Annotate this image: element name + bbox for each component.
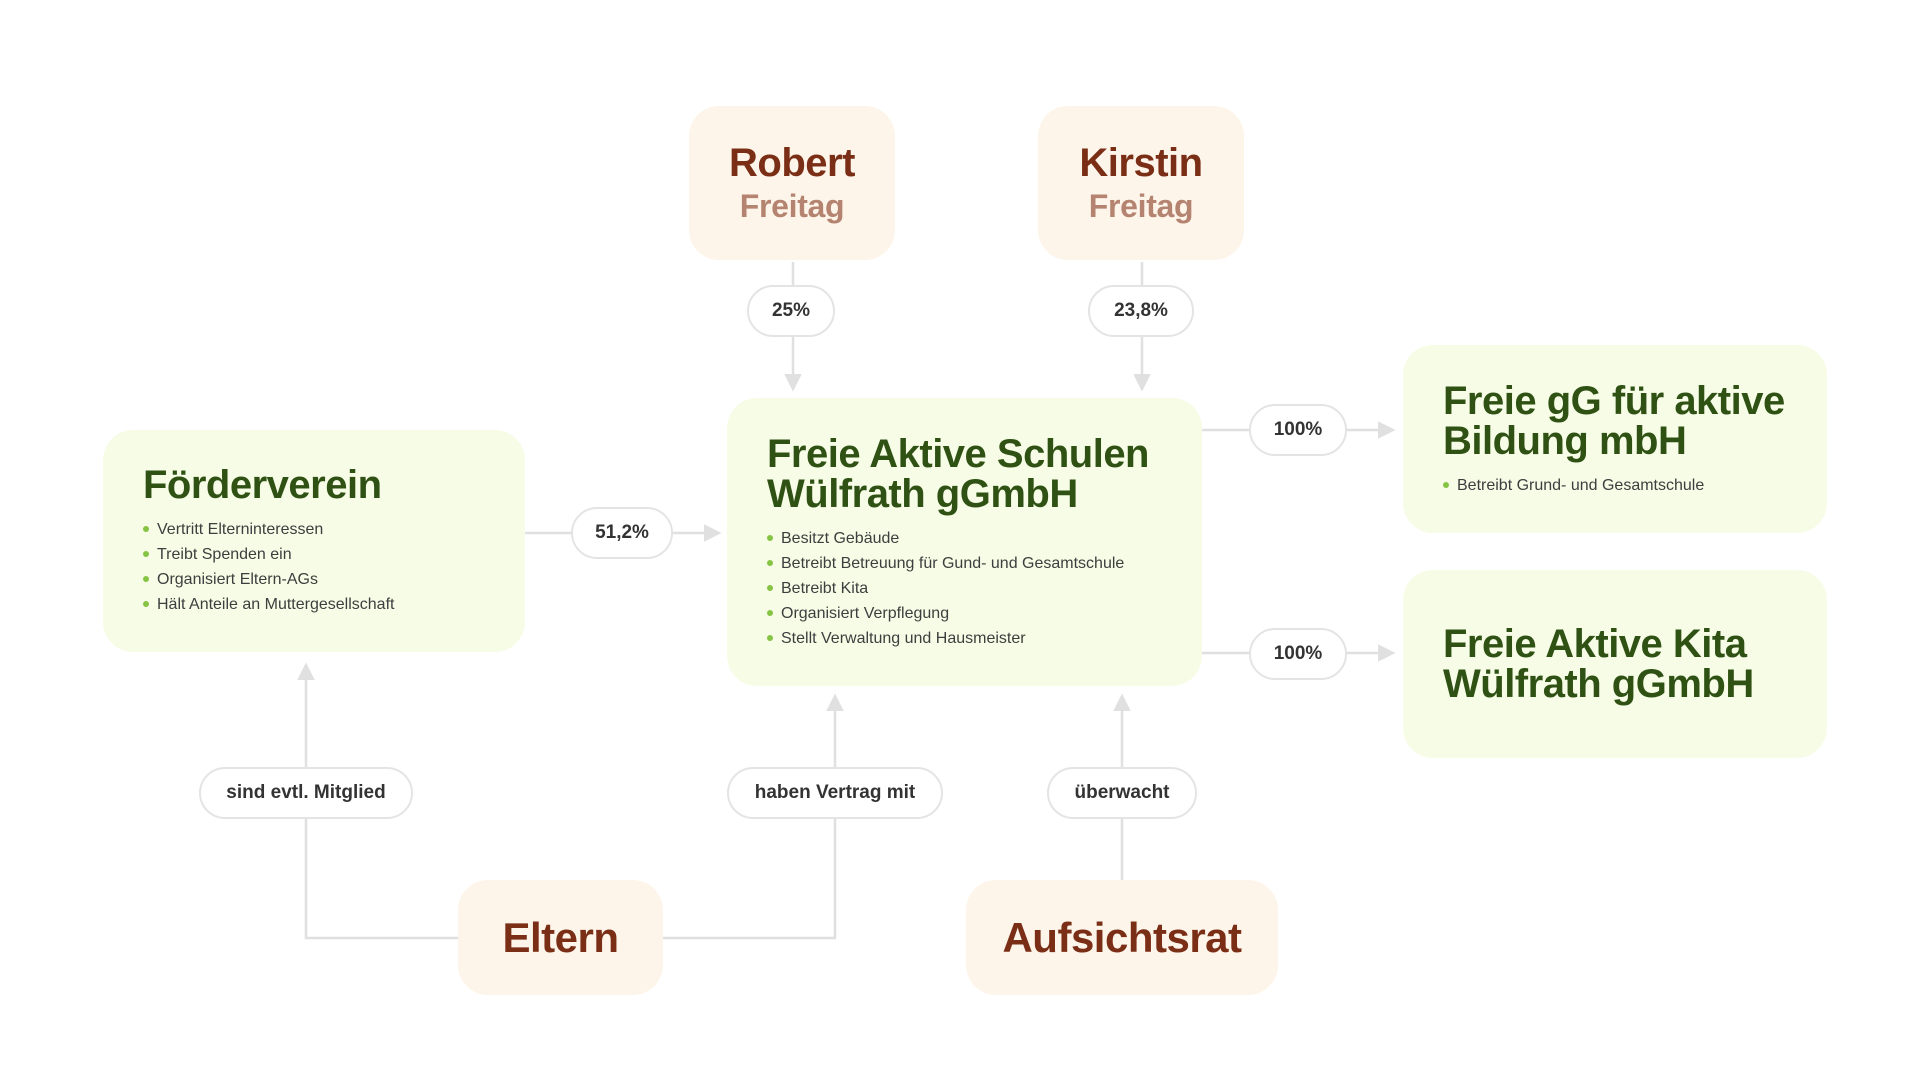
edge-label-ueberwacht: überwacht <box>1047 767 1197 819</box>
list-item: Vertritt Elterninteressen <box>143 517 485 542</box>
person-robert-freitag: Robert Freitag <box>689 106 895 260</box>
org-title: Förderverein <box>143 463 382 507</box>
org-item-list: Betreibt Grund- und Gesamtschule <box>1443 473 1787 498</box>
list-item: Organisiert Eltern-AGs <box>143 567 485 592</box>
list-item: Organisiert Verpflegung <box>767 601 1162 626</box>
org-title: Freie Aktive Kita Wülfrath gGmbH <box>1443 624 1787 704</box>
edge-label-vertrag: haben Vertrag mit <box>727 767 943 819</box>
list-item: Betreibt Grund- und Gesamtschule <box>1443 473 1787 498</box>
group-label: Eltern <box>502 913 619 961</box>
org-item-list: Vertritt Elterninteressen Treibt Spenden… <box>143 517 485 617</box>
org-title-line1: Freie Aktive Schulen <box>767 431 1150 476</box>
eltern-to-foerderverein-line <box>297 662 458 940</box>
edge-label-mitglied: sind evtl. Mitglied <box>199 767 413 819</box>
group-eltern: Eltern <box>458 880 663 995</box>
list-item: Besitzt Gebäude <box>767 526 1162 551</box>
org-title: Freie Aktive Schulen Wülfrath gGmbH <box>767 434 1162 514</box>
org-freie-aktive-schulen: Freie Aktive Schulen Wülfrath gGmbH Besi… <box>727 398 1202 686</box>
list-item: Stellt Verwaltung und Hausmeister <box>767 626 1162 651</box>
org-foerderverein: Förderverein Vertritt Elterninteressen T… <box>103 430 525 652</box>
group-aufsichtsrat: Aufsichtsrat <box>966 880 1278 995</box>
person-last-name: Freitag <box>1088 188 1194 224</box>
edge-label-kirstin-share: 23,8% <box>1088 285 1194 337</box>
org-title: Freie gG für aktive Bildung mbH <box>1443 381 1787 461</box>
edge-label-robert-share: 25% <box>747 285 835 337</box>
group-label: Aufsichtsrat <box>1002 913 1242 961</box>
org-title-line2: Bildung mbH <box>1443 418 1687 463</box>
org-item-list: Besitzt Gebäude Betreibt Betreuung für G… <box>767 526 1162 651</box>
org-title-line1: Freie gG für aktive <box>1443 378 1785 423</box>
person-last-name: Freitag <box>739 188 845 224</box>
org-title-line1: Freie Aktive Kita <box>1443 622 1747 666</box>
org-title-line2: Wülfrath gGmbH <box>767 471 1078 516</box>
person-first-name: Kirstin <box>1079 141 1203 185</box>
list-item: Betreibt Kita <box>767 576 1162 601</box>
org-freie-gg-aktive-bildung: Freie gG für aktive Bildung mbH Betreibt… <box>1403 345 1827 533</box>
list-item: Treibt Spenden ein <box>143 542 485 567</box>
list-item: Betreibt Betreuung für Gund- und Gesamts… <box>767 551 1162 576</box>
list-item: Hält Anteile an Muttergesellschaft <box>143 592 485 617</box>
edge-label-kita-share: 100% <box>1249 628 1347 680</box>
edge-label-bildung-share: 100% <box>1249 404 1347 456</box>
org-title-line2: Wülfrath gGmbH <box>1443 662 1754 706</box>
person-kirstin-freitag: Kirstin Freitag <box>1038 106 1244 260</box>
org-freie-aktive-kita: Freie Aktive Kita Wülfrath gGmbH <box>1403 570 1827 758</box>
edge-label-foerderverein-share: 51,2% <box>571 507 673 559</box>
person-first-name: Robert <box>729 141 855 185</box>
